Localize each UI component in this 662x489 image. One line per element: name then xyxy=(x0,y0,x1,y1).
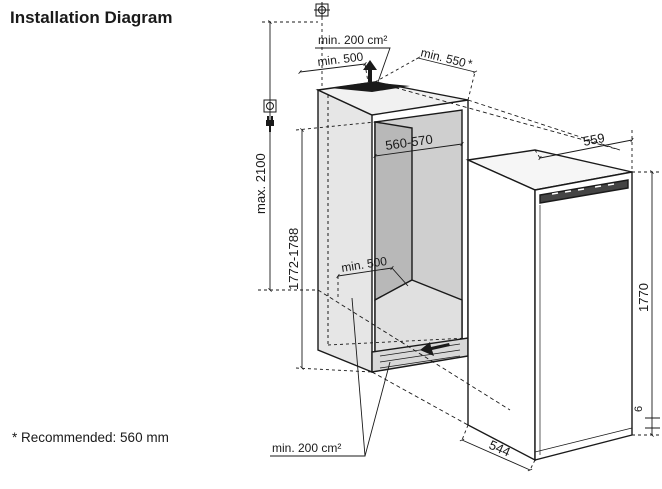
appliance-door xyxy=(534,171,633,461)
control-buttons xyxy=(551,183,615,195)
power-socket-icon xyxy=(263,99,277,113)
plumb-center-icon xyxy=(314,2,330,18)
appliance-control-panel xyxy=(539,179,629,204)
label-appliance-height: 1770 xyxy=(636,283,651,312)
diagram-title: Installation Diagram xyxy=(10,8,173,27)
label-vent-top-depth: min. 500 xyxy=(317,49,365,69)
label-appliance-width: 559 xyxy=(582,130,606,149)
label-niche-height: 1772-1788 xyxy=(286,228,301,290)
vent-in-arrow xyxy=(420,342,450,356)
power-plug-icon xyxy=(266,116,274,132)
niche-front-left-panel xyxy=(317,88,373,374)
footnote: * Recommended: 560 mm xyxy=(12,430,169,445)
label-niche-depth: min. 550 xyxy=(419,45,467,70)
door-bottom-edge xyxy=(534,427,633,453)
appliance-side xyxy=(467,158,536,462)
label-vent-top: min. 200 cm² xyxy=(318,33,387,47)
label-max-height: max. 2100 xyxy=(253,153,268,214)
appliance xyxy=(465,149,633,462)
top-vent-slot xyxy=(330,82,410,92)
dimension-lines xyxy=(258,5,660,472)
label-vent-bottom: min. 200 cm² xyxy=(272,441,341,455)
label-niche-width: 560-570 xyxy=(384,131,433,152)
vent-up-arrow xyxy=(363,60,377,82)
label-niche-depth-mark: * xyxy=(468,57,473,71)
label-plinth: 6 xyxy=(633,406,645,412)
